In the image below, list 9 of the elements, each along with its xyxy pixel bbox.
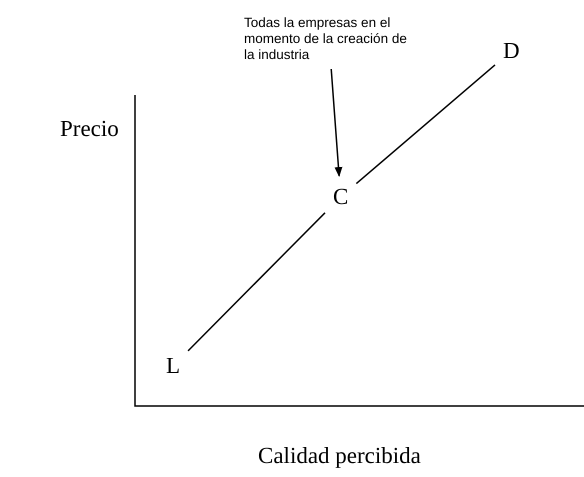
axis-label: Calidad percibida bbox=[258, 443, 421, 469]
line bbox=[356, 64, 496, 184]
axis-label: Precio bbox=[60, 116, 119, 142]
point-label: L bbox=[166, 353, 180, 379]
point-label: D bbox=[503, 38, 520, 64]
point-label: C bbox=[333, 184, 348, 210]
annotation-text: Todas la empresas en el momento de la creación de la industria bbox=[244, 15, 414, 63]
arrow bbox=[330, 68, 342, 177]
line bbox=[188, 212, 326, 352]
